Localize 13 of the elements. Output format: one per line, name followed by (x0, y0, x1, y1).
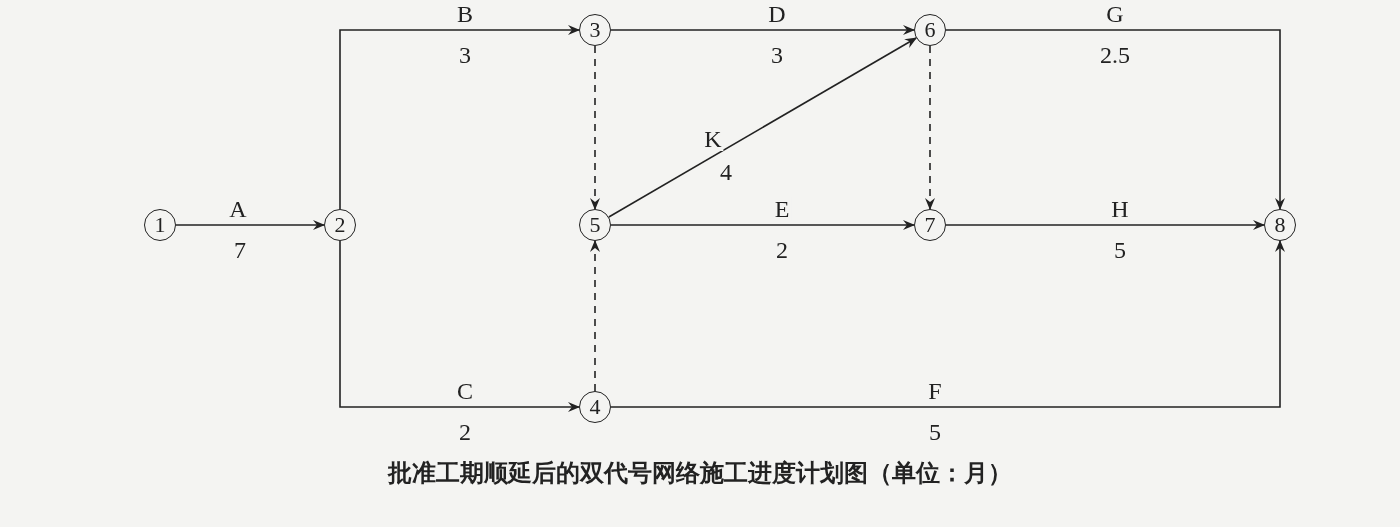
arrow (339, 240, 580, 412)
dashed-arrow (925, 45, 935, 210)
arrow (610, 240, 1285, 408)
dashed-arrow (590, 240, 600, 392)
arrow (945, 220, 1265, 230)
arrow (339, 25, 580, 210)
arrow (945, 29, 1285, 210)
caption: 批准工期顺延后的双代号网络施工进度计划图（单位：月） (386, 458, 1013, 489)
arrow (610, 25, 915, 35)
arrow (608, 37, 918, 218)
dashed-arrow (590, 45, 600, 210)
arrow (610, 220, 915, 230)
arrow (175, 220, 325, 230)
